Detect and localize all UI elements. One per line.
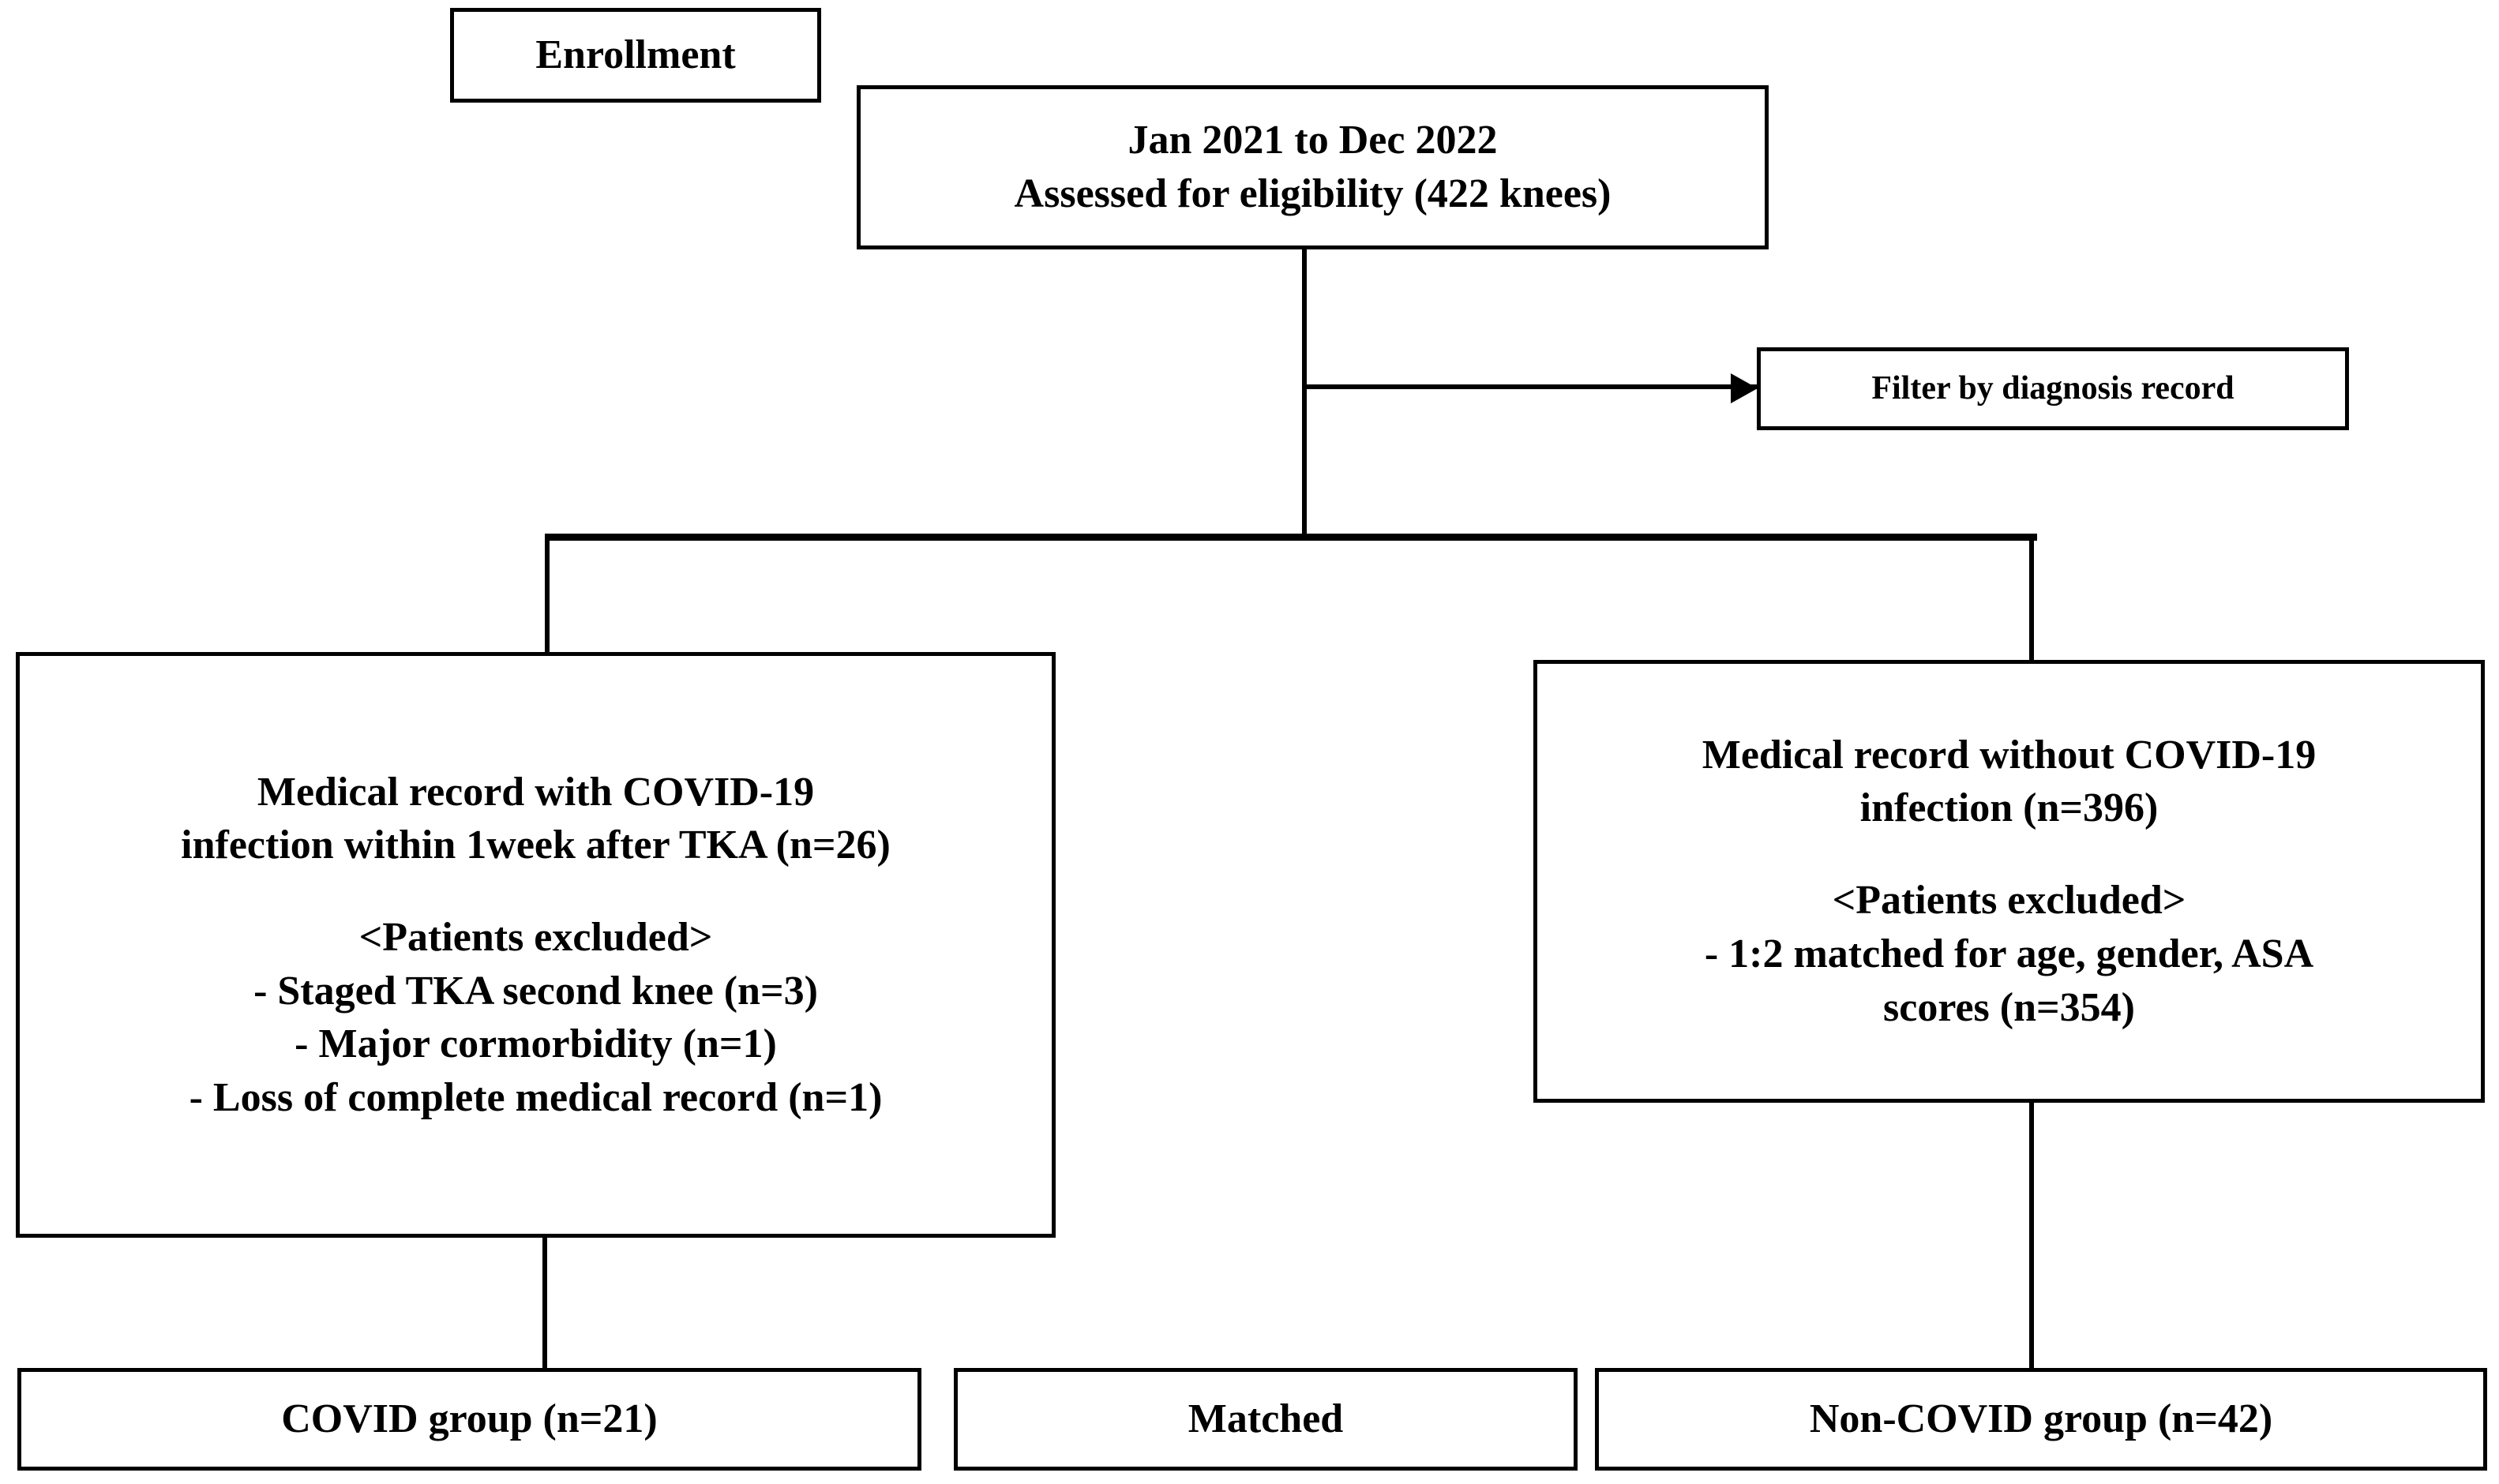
node-noncovid-source-line-5: scores (n=354): [1883, 984, 2135, 1030]
node-filter-by-diagnosis-record: Filter by diagnosis record: [1757, 347, 2349, 430]
node-noncovid-group: Non-COVID group (n=42): [1595, 1368, 2487, 1471]
connector-split-horizontal: [545, 534, 2037, 541]
node-covid-group-line-0: COVID group (n=21): [281, 1396, 658, 1442]
node-noncovid-source-spacer: [1548, 835, 2470, 874]
connector-filter-horizontal: [1304, 384, 1770, 389]
node-covid-source-record: Medical record with COVID-19 infection w…: [16, 652, 1056, 1238]
node-covid-source-line-6: - Loss of complete medical record (n=1): [189, 1074, 883, 1120]
node-enrollment-line-0: Enrollment: [535, 32, 736, 78]
node-covid-source-line-5: - Major cormorbidity (n=1): [295, 1021, 777, 1067]
node-noncovid-source-line-3: <Patients excluded>: [1832, 878, 2186, 924]
node-covid-source-line-4: - Staged TKA second knee (n=3): [253, 968, 818, 1014]
node-matched-text: Matched: [958, 1392, 1574, 1446]
node-assessed-for-eligibility: Jan 2021 to Dec 2022 Assessed for eligib…: [857, 85, 1769, 249]
node-matched: Matched: [954, 1368, 1578, 1471]
node-enrollment-text: Enrollment: [454, 28, 817, 82]
arrowhead-icon: [1731, 373, 1758, 403]
node-noncovid-source-line-1: infection (n=396): [1859, 785, 2159, 831]
node-noncovid-group-text: Non-COVID group (n=42): [1599, 1392, 2483, 1446]
node-assessed-text: Jan 2021 to Dec 2022 Assessed for eligib…: [861, 114, 1765, 220]
node-covid-source-text: Medical record with COVID-19 infection w…: [20, 766, 1052, 1125]
node-covid-group-text: COVID group (n=21): [21, 1392, 917, 1446]
node-covid-source-line-0: Medical record with COVID-19: [257, 769, 815, 815]
node-noncovid-source-text: Medical record without COVID-19 infectio…: [1537, 729, 2481, 1034]
node-filter-text: Filter by diagnosis record: [1761, 367, 2345, 410]
node-assessed-line-0: Jan 2021 to Dec 2022: [1128, 118, 1498, 163]
node-noncovid-source-record: Medical record without COVID-19 infectio…: [1533, 660, 2485, 1103]
node-enrollment: Enrollment: [450, 8, 821, 103]
node-covid-source-spacer: [31, 872, 1041, 911]
connector-covid-group-down: [542, 1235, 547, 1371]
node-matched-line-0: Matched: [1188, 1396, 1344, 1442]
node-covid-group: COVID group (n=21): [17, 1368, 921, 1471]
node-noncovid-source-line-0: Medical record without COVID-19: [1702, 732, 2317, 778]
connector-assessed-down: [1302, 249, 1307, 537]
node-assessed-line-1: Assessed for eligibility (422 knees): [1014, 171, 1612, 216]
node-noncovid-source-line-4: - 1:2 matched for age, gender, ASA: [1704, 931, 2314, 976]
node-covid-source-line-3: <Patients excluded>: [358, 915, 713, 961]
node-covid-source-line-1: infection within 1week after TKA (n=26): [181, 823, 891, 868]
node-noncovid-group-line-0: Non-COVID group (n=42): [1809, 1396, 2273, 1442]
connector-split-left-branch: [545, 534, 550, 654]
connector-noncovid-group-down: [2029, 1100, 2034, 1371]
connector-split-right-branch: [2029, 534, 2034, 662]
node-filter-line-0: Filter by diagnosis record: [1871, 370, 2234, 407]
